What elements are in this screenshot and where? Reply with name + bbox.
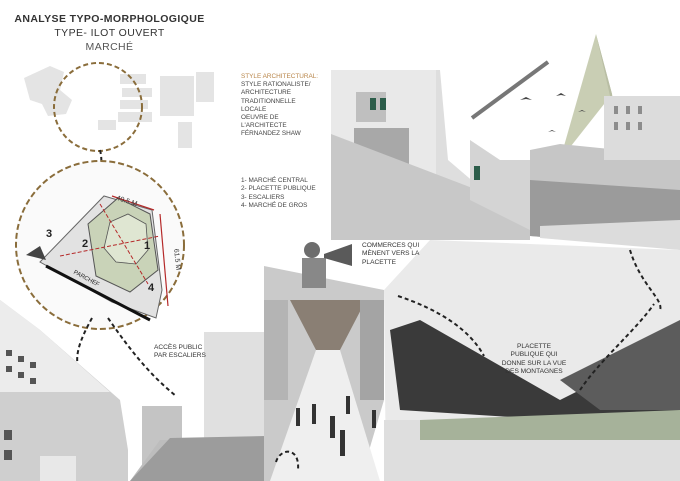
title-line-1: ANALYSE TYPO-MORPHOLOGIQUE: [14, 13, 205, 25]
legend-item: 2- PLACETTE PUBLIQUE: [241, 185, 316, 193]
plan-label-3: 3: [46, 228, 53, 240]
title-line-3: MARCHÉ: [85, 41, 134, 53]
legend-item: 3- ESCALIERS: [241, 193, 285, 201]
legend-item: 4- MARCHÉ DE GROS: [241, 202, 308, 210]
style-line-3: TRADITIONNELLE: [241, 97, 296, 105]
style-line-7: FÉRNANDEZ SHAW: [241, 130, 301, 138]
note-line: PAR ESCALIERS: [154, 352, 206, 360]
style-line-2: ARCHITECTURE: [241, 89, 292, 97]
dim-line-right: [159, 213, 169, 307]
note-line: DES MONTAGNES: [505, 368, 563, 376]
plan-label-1: 1: [144, 240, 151, 252]
style-line-5: OEUVRE DE: [241, 114, 279, 122]
note-line: DONNE SUR LA VUE: [501, 359, 567, 367]
dim-line-top: [111, 195, 155, 211]
note-line: PLACETTE: [516, 343, 552, 350]
market-octagon: [103, 213, 149, 265]
note-line: ACCÈS PUBLIC: [154, 344, 203, 351]
plan-label-4: 4: [148, 282, 155, 294]
title-line-2: TYPE- ILOT OUVERT: [54, 27, 165, 39]
green-triangle: [560, 34, 612, 160]
note-line: COMMERCES QUI: [362, 242, 420, 249]
megaphone-figure: [302, 242, 352, 288]
note-line: PUBLIQUE QUI: [510, 351, 558, 359]
page-title: ANALYSE TYPO-MORPHOLOGIQUE TYPE- ILOT OU…: [12, 12, 207, 54]
legend-item: 1- MARCHÉ CENTRAL: [241, 177, 308, 184]
style-line-4: LOCALE: [241, 105, 267, 113]
style-line-6: L'ARCHITECTE: [241, 122, 287, 130]
note-line: PLACETTE: [362, 258, 397, 266]
style-line-1: STYLE RATIONALISTE/: [241, 81, 311, 89]
architectural-style-block: STYLE ARCHITECTURAL: STYLE RATIONALISTE/…: [241, 73, 333, 139]
plan-label-2: 2: [82, 238, 89, 250]
style-heading: STYLE ARCHITECTURAL:: [241, 73, 319, 80]
locator-circle: [53, 62, 143, 152]
note-placette: PLACETTE PUBLIQUE QUI DONNE SUR LA VUE D…: [494, 343, 574, 377]
note-commerces: COMMERCES QUI MÈNENT VERS LA PLACETTE: [362, 242, 442, 267]
note-acces: ACCÈS PUBLIC PAR ESCALIERS: [154, 344, 224, 361]
mass-plan: [24, 66, 214, 148]
note-line: MÈNENT VERS LA: [362, 250, 420, 258]
plan-legend: 1- MARCHÉ CENTRAL 2- PLACETTE PUBLIQUE 3…: [241, 177, 333, 211]
